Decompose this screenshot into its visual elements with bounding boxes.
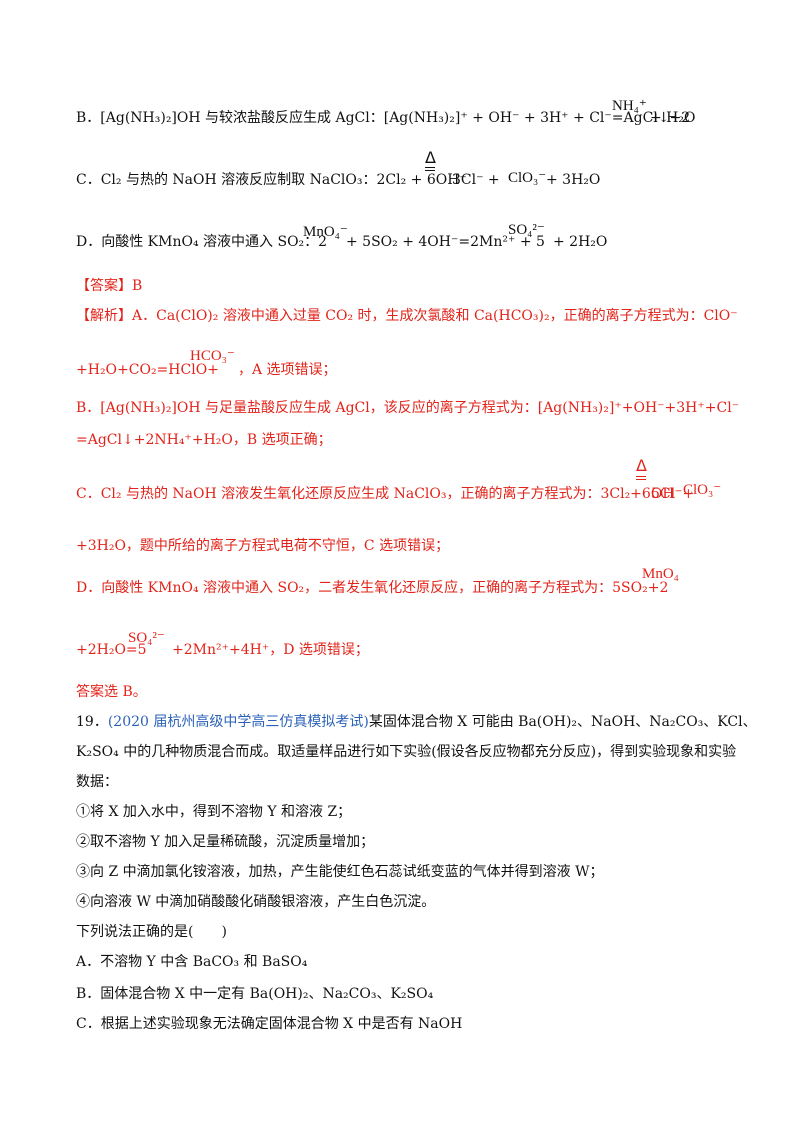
option-d-ion1: MnO₄⁻ [303,224,348,240]
question19-source: (2020 届杭州高级中学高三仿真模拟考试) [107,714,369,730]
analysis-c-line2: +3H₂O，题中所给的离子方程式电荷不守恒，C 选项错误； [76,538,450,554]
option-d-tail: + 2H₂O [553,234,608,250]
answer-label: 【答案】B [76,278,143,294]
question19-choice-a: A．不溶物 Y 中含 BaCO₃ 和 BaSO₄ [76,954,308,970]
question19-step-4: ④向溶液 W 中滴加硝酸酸化硝酸银溶液，产生白色沉淀。 [76,894,436,910]
analysis-c-delta-bar [636,476,646,477]
question19-choice-c: C．根据上述实验现象无法确定固体混合物 X 中是否有 NaOH [76,1016,463,1032]
option-c-tail: + 3H₂O [546,172,601,188]
option-c: C．Cl₂ 与热的 NaOH 溶液反应制取 NaClO₃：2Cl₂ + 6OH⁻ [76,172,467,188]
option-b-ion: NH₄⁺ [612,98,647,114]
analysis-d-ion: MnO₄ [642,566,679,582]
analysis-d-line1: D．向酸性 KMnO₄ 溶液中通入 SO₂，二者发生氧化还原反应，正确的离子方程… [76,580,669,596]
analysis-a-line2: +H₂O+CO₂=HClO+ [76,362,219,378]
analysis-b-line2: =AgCl↓+2NH₄⁺+H₂O，B 选项正确； [76,432,332,448]
question19-prompt: 下列说法正确的是( ) [76,924,227,940]
analysis-c-line1: C．Cl₂ 与热的 NaOH 溶液发生氧化还原反应生成 NaClO₃，正确的离子… [76,486,682,502]
analysis-c-delta-bar-2 [636,479,646,480]
option-d-mid: + 5SO₂ + 4OH⁻=2Mn²⁺ + 5 [346,234,545,250]
question19-line1-rest: 某固体混合物 X 可能由 Ba(OH)₂、NaOH、Na₂CO₃、KCl、 [368,714,757,730]
option-b-text: B．[Ag(NH₃)₂]OH 与较浓盐酸反应生成 AgCl：[Ag(NH₃)₂]… [76,110,691,126]
analysis-c-mid: 5Cl⁻+ [651,486,695,502]
question19-step-3: ③向 Z 中滴加氯化铵溶液，加热，产生能使红色石蕊试纸变蓝的气体并得到溶液 W； [76,864,604,880]
option-c-delta-bar [425,167,435,168]
option-b-tail: + H₂O [650,110,696,126]
option-c-delta-bar-2 [425,170,435,171]
option-c-mid: 3Cl⁻ + [452,172,500,188]
analysis-a-line1: 【解析】A．Ca(ClO)₂ 溶液中通入过量 CO₂ 时，生成次氯酸和 Ca(H… [76,308,738,324]
analysis-b-line1: B．[Ag(NH₃)₂]OH 与足量盐酸反应生成 AgCl，该反应的离子方程式为… [76,400,740,416]
question19-line3: 数据： [76,774,118,790]
analysis-c-delta: Δ [636,456,647,475]
analysis-a-ion: HCO₃⁻ [190,348,235,364]
analysis-c-ion: ClO₃⁻ [683,482,722,498]
option-b: B．[Ag(NH₃)₂]OH 与较浓盐酸反应生成 AgCl：[Ag(NH₃)₂]… [76,108,690,128]
question19-step-1: ①将 X 加入水中，得到不溶物 Y 和溶液 Z； [76,804,352,820]
question19-step-2: ②取不溶物 Y 加入足量稀硫酸，沉淀质量增加； [76,834,375,850]
option-c-ion: ClO₃⁻ [508,170,547,186]
analysis-d-line2-tail: +2Mn²⁺+4H⁺，D 选项错误； [172,642,369,658]
question19-line2: K₂SO₄ 中的几种物质混合而成。取适量样品进行如下实验(假设各反应物都充分反应… [76,744,737,760]
analysis-d-line2: +2H₂O=5 [76,642,147,658]
analysis-d-ion2: SO₄²⁻ [128,630,165,646]
question19-number: 19． [76,714,108,730]
option-d: D．向酸性 KMnO₄ 溶液中通入 SO₂：2 [76,234,328,250]
analysis-final: 答案选 B。 [76,684,147,700]
question19-line1: 19．(2020 届杭州高级中学高三仿真模拟考试)某固体混合物 X 可能由 Ba… [76,712,757,732]
analysis-a-line2-tail: ，A 选项错误； [238,362,337,378]
option-c-delta: Δ [425,148,436,167]
option-d-ion2: SO₄²⁻ [508,222,545,238]
question19-choice-b: B．固体混合物 X 中一定有 Ba(OH)₂、Na₂CO₃、K₂SO₄ [76,986,434,1002]
